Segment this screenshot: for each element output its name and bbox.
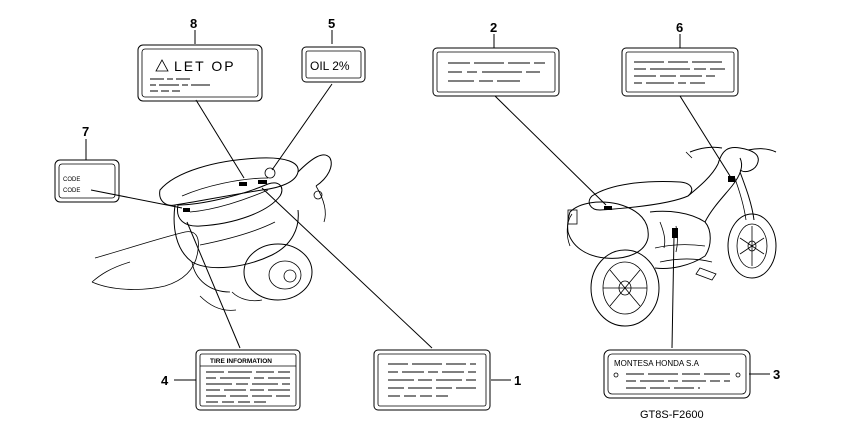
callout-6: 6 [676, 20, 683, 35]
tire-label-title: TIRE INFORMATION [210, 358, 272, 365]
label-5-oil: OIL 2% [301, 46, 366, 83]
label-7-code: CODE CODE [54, 159, 120, 203]
callout-5: 5 [328, 16, 335, 31]
label-6 [621, 47, 739, 97]
rivet-hole-left-icon [613, 372, 619, 378]
warning-triangle-icon [155, 59, 169, 72]
rivet-hole-right-icon [735, 372, 741, 378]
label-2 [432, 47, 560, 97]
label-3-maker-plate: MONTESA HONDA S.A [603, 349, 751, 399]
oil-label-text: OIL 2% [310, 59, 350, 73]
callout-numbers: 8 5 2 6 7 4 1 3 [82, 16, 780, 388]
callout-ticks [85, 30, 770, 381]
callout-1: 1 [514, 373, 521, 388]
scooter-rear-body-drawing [91, 154, 332, 311]
maker-label-text: MONTESA HONDA S.A [614, 359, 700, 368]
label-4-tire-information: TIRE INFORMATION [195, 349, 301, 411]
code-label-line-1: CODE [63, 177, 80, 183]
warning-label-text: LET OP [174, 58, 236, 74]
callout-3: 3 [773, 367, 780, 382]
callout-7: 7 [82, 124, 89, 139]
label-8-warning: LET OP [137, 44, 263, 102]
callout-4: 4 [161, 373, 169, 388]
leader-lines [90, 83, 731, 349]
callout-8: 8 [190, 16, 197, 31]
label-1 [373, 349, 491, 411]
code-label-line-2: CODE [63, 188, 80, 194]
callout-2: 2 [490, 20, 497, 35]
figure-code: GT8S-F2600 [640, 409, 704, 421]
scooter-full-drawing [566, 146, 777, 327]
